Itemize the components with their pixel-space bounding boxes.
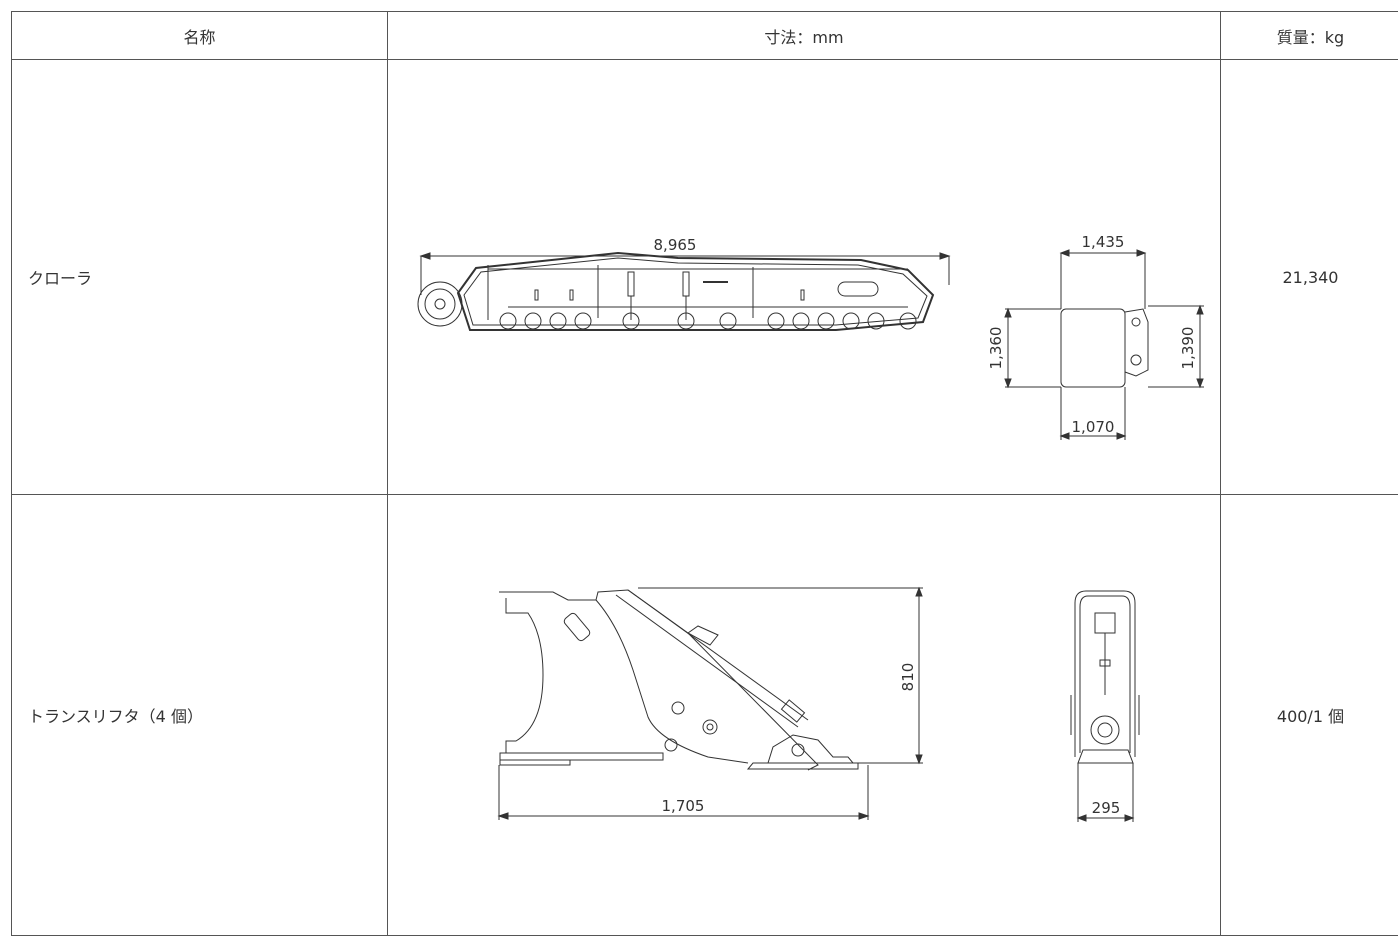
translifter-height-dim bbox=[638, 588, 923, 763]
crawler-name: クローラ bbox=[12, 60, 388, 495]
spec-table: 名称 寸法：mm 質量：kg クローラ bbox=[11, 11, 1398, 936]
table-row-crawler: クローラ bbox=[12, 60, 1398, 495]
translifter-width-label: 295 bbox=[1092, 799, 1121, 817]
translifter-name: トランスリフタ（4 個） bbox=[12, 495, 388, 936]
crawler-width-bottom-label: 1,070 bbox=[1072, 418, 1115, 436]
translifter-side-view bbox=[499, 590, 858, 770]
crawler-width-top-label: 1,435 bbox=[1082, 233, 1125, 251]
crawler-length-dim bbox=[421, 253, 949, 295]
translifter-mass: 400/1 個 bbox=[1221, 495, 1398, 936]
crawler-mass: 21,340 bbox=[1221, 60, 1398, 495]
translifter-drawing-cell: 810 1,705 295 bbox=[388, 495, 1221, 936]
header-mass: 質量：kg bbox=[1221, 12, 1398, 60]
translifter-drawing: 810 1,705 295 bbox=[388, 495, 1221, 935]
crawler-side-view bbox=[418, 253, 933, 330]
crawler-rollers bbox=[500, 313, 916, 329]
header-name: 名称 bbox=[12, 12, 388, 60]
crawler-front-view bbox=[1005, 250, 1204, 440]
crawler-length-label: 8,965 bbox=[654, 236, 697, 254]
crawler-drawing: 8,965 1,435 1,360 1,390 1,070 bbox=[388, 60, 1221, 494]
translifter-length-label: 1,705 bbox=[662, 797, 705, 815]
crawler-drawing-cell: 8,965 1,435 1,360 1,390 1,070 bbox=[388, 60, 1221, 495]
crawler-height-right-label: 1,390 bbox=[1179, 327, 1197, 370]
header-row: 名称 寸法：mm 質量：kg bbox=[12, 12, 1398, 60]
translifter-front-view bbox=[1071, 591, 1139, 763]
crawler-height-left-label: 1,360 bbox=[987, 327, 1005, 370]
table-row-translifter: トランスリフタ（4 個） bbox=[12, 495, 1398, 936]
header-dimensions: 寸法：mm bbox=[388, 12, 1221, 60]
translifter-height-label: 810 bbox=[899, 663, 917, 692]
